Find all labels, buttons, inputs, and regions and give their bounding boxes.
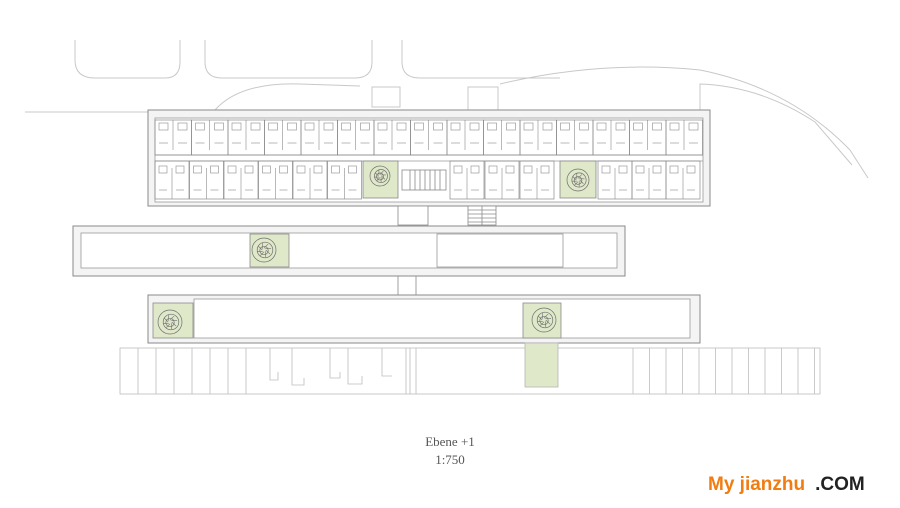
room-unit [665,160,701,200]
watermark-suffix: .COM [815,474,865,495]
road-outline-left [74,40,181,79]
room-unit [327,160,362,200]
room-unit [300,119,338,156]
strip-center-walls [269,348,417,394]
north-block [147,109,711,207]
courtyard-north-right [559,160,597,199]
strip-right-bays [632,348,815,394]
plan-title: Ebene +1 [425,434,475,449]
tree-icon [157,309,183,335]
room-unit [154,160,190,200]
room-unit [519,160,555,200]
stair-icon [467,205,497,226]
small-building-2 [467,86,499,111]
ground-strip-outline [119,347,821,395]
strip-left-bays [137,348,247,394]
room-unit [337,119,375,156]
ground-strip [119,342,821,395]
room-unit [154,119,192,156]
room-unit [449,160,485,200]
connectors [397,205,497,296]
road-outline-right [401,40,560,79]
road-curve-right-inner [699,83,853,166]
courtyard-north-left [362,160,399,199]
watermark-logo: My jianzhu .COM [708,474,865,496]
connector-mid [397,275,417,296]
small-building-1 [371,86,401,108]
room-unit [258,160,293,200]
room-row-bottom [154,160,701,200]
tree-icon [369,165,391,187]
south-block-inner [193,298,691,339]
room-unit [665,119,703,156]
room-unit [597,160,633,200]
courtyard-trees [157,165,590,335]
watermark-brand: My jianzhu [708,474,806,495]
stair-core [401,169,447,191]
road-outline-mid [204,40,373,79]
room-unit [189,160,224,200]
road-curve-right [499,66,869,179]
room-unit [191,119,229,156]
ground-green-area [524,342,559,388]
tree-icon [251,237,277,263]
tree-icon [531,307,557,333]
room-unit [292,160,328,200]
road-curve-left [214,83,361,111]
site-context [25,40,869,179]
middle-block [72,225,626,277]
middle-block-room [436,233,564,268]
south-block [147,294,701,344]
room-unit [223,160,259,200]
room-row-top [154,119,703,156]
room-unit [484,160,520,200]
plan-scale: 1:750 [435,452,465,467]
connector-north-left [397,205,429,226]
tree-icon [566,168,590,192]
